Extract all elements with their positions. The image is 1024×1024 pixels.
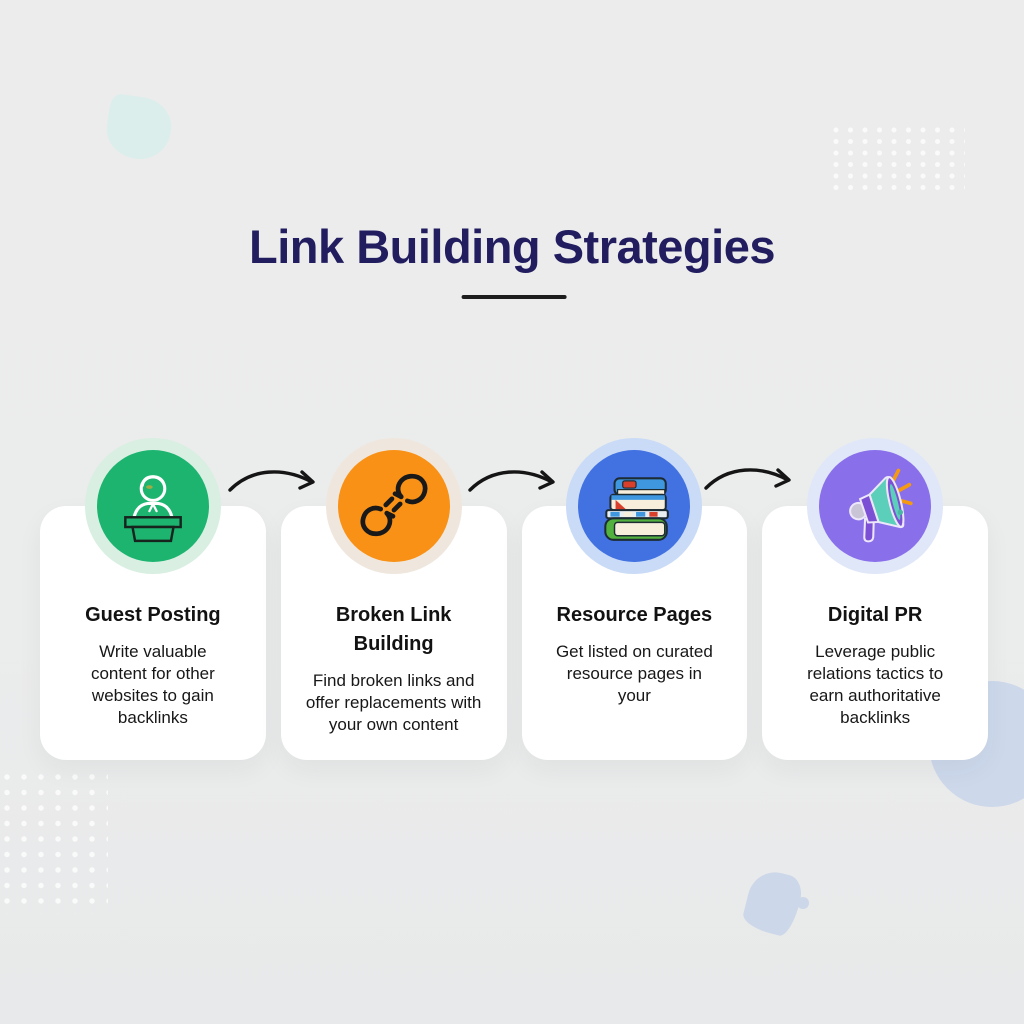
icon-halo: [84, 438, 221, 574]
flow-arrow-icon: [468, 470, 555, 492]
speaker-at-podium-icon: [123, 475, 182, 543]
title-underline: [461, 295, 567, 299]
strategy-row: Guest Posting Write valuable content for…: [40, 438, 988, 760]
icon-circle: [578, 450, 691, 562]
icon-circle: [337, 450, 450, 562]
card-title: Digital PR: [827, 604, 923, 626]
card-description: Find broken links and offer replacements…: [305, 671, 482, 734]
card-title: Resource Pages: [556, 604, 713, 626]
strategy-guest-posting: Guest Posting Write valuable content for…: [40, 438, 266, 760]
megaphone-icon: [849, 468, 913, 543]
icon-halo: [566, 438, 703, 574]
decorative-blob-bottom-right: [740, 866, 806, 939]
icon-circle: [819, 450, 932, 562]
flow-arrow-icon: [228, 470, 315, 492]
card-description: Get listed on curated resource pages in …: [555, 642, 713, 705]
card-description: Leverage public relations tactics to ear…: [807, 642, 944, 727]
card-title: Broken Link Building: [335, 604, 452, 655]
decorative-dot-grid-top-right: [833, 127, 965, 190]
broken-chain-link-icon: [360, 473, 428, 537]
card-title: Guest Posting: [85, 604, 221, 626]
strategy-card: Guest Posting Write valuable content for…: [40, 506, 266, 760]
strategy-resource-pages: Resource Pages Get listed on curated res…: [521, 438, 748, 760]
decorative-dot-grid-bottom-left: [4, 774, 108, 914]
icon-halo: [807, 438, 944, 574]
card-description: Write valuable content for other website…: [90, 642, 215, 727]
decorative-dot-bottom-right: [797, 897, 809, 909]
strategy-digital-pr: Digital PR Leverage public relations tac…: [762, 438, 988, 760]
strategy-broken-link-building: Broken Link Building Find broken links a…: [280, 438, 507, 760]
page-title: Link Building Strategies: [249, 220, 775, 273]
book-stack-icon: [604, 477, 670, 541]
icon-circle: [96, 450, 209, 562]
decorative-blob-top-left: [102, 92, 176, 164]
icon-halo: [325, 438, 462, 574]
flow-arrow-icon: [704, 468, 791, 490]
